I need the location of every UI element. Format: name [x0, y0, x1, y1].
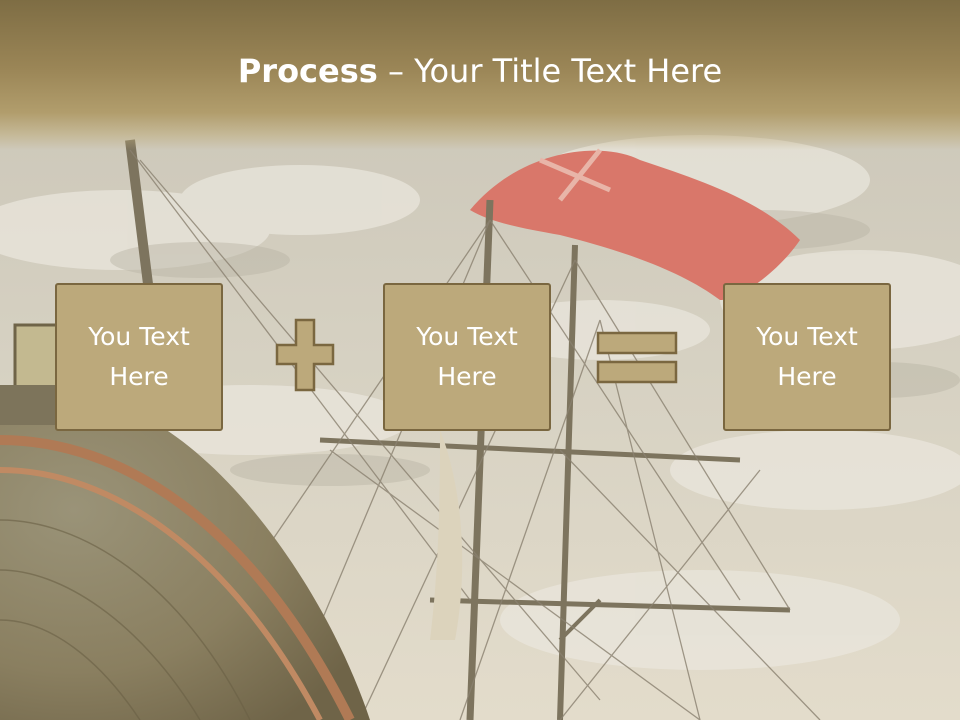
plus-icon [275, 318, 335, 392]
title-separator: – [377, 52, 415, 90]
title-bold-part: Process [237, 52, 378, 90]
process-box-2-text: You Text Here [416, 322, 518, 391]
title-bar [0, 0, 960, 150]
process-box-3-text: You Text Here [756, 322, 858, 391]
process-box-1[interactable]: You Text Here [55, 283, 223, 431]
process-box-1-text: You Text Here [88, 322, 190, 391]
slide-title: Process – Your Title Text Here [0, 52, 960, 90]
process-box-2[interactable]: You Text Here [383, 283, 551, 431]
equals-icon [596, 331, 678, 384]
process-box-3[interactable]: You Text Here [723, 283, 891, 431]
title-rest: Your Title Text Here [414, 52, 723, 90]
